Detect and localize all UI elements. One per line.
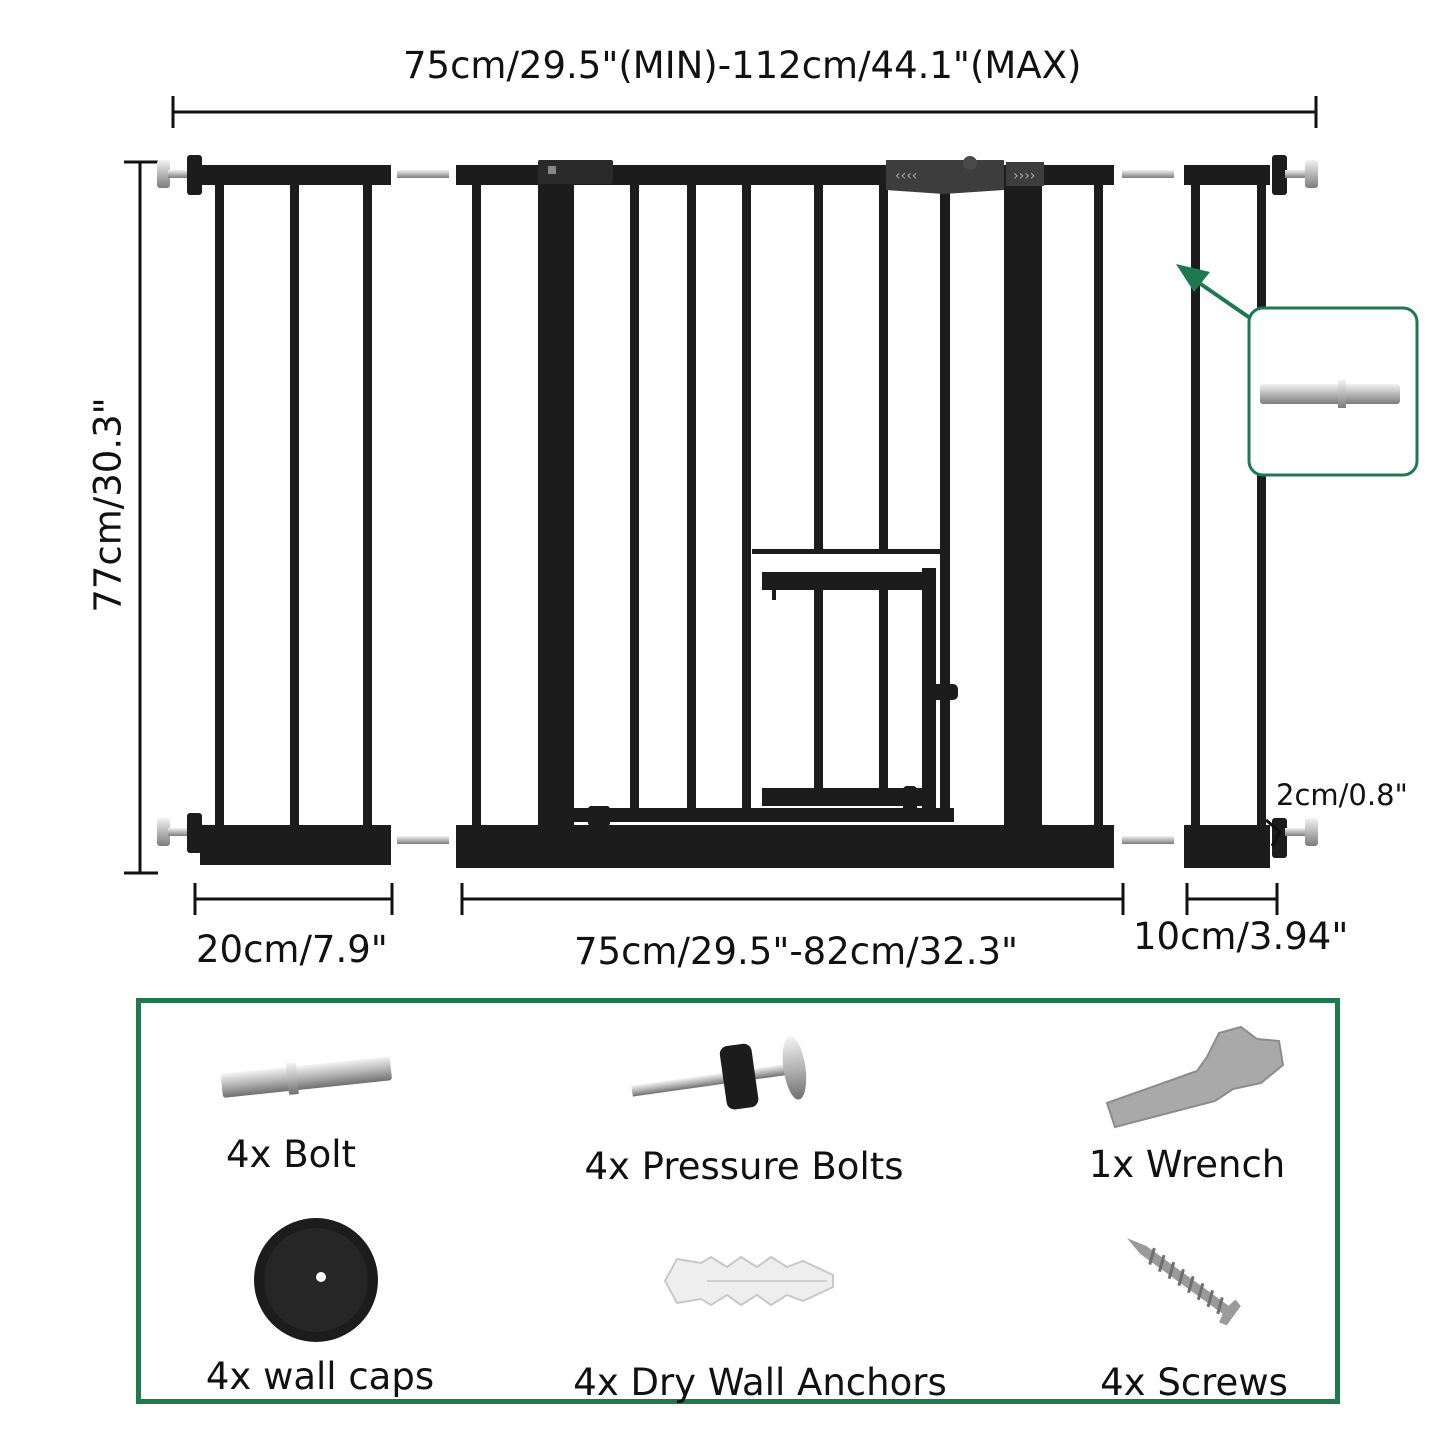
hinge-icon: [538, 160, 613, 184]
pressure-bolts-part-label: 4x Pressure Bolts: [584, 1145, 904, 1188]
main-gate-frame: [456, 165, 1114, 868]
pressure-bolt-icon: [157, 813, 202, 853]
pet-door: [762, 568, 958, 820]
connector-pin-icon: [1122, 836, 1174, 844]
pressure-bolt-icon: [157, 155, 202, 195]
right-extension-dimension-line: [1185, 883, 1279, 915]
wall-cap-icon: [254, 1218, 378, 1342]
overall-width-dimension-line: [171, 96, 1318, 128]
right-extension-label: 10cm/3.94": [1133, 915, 1349, 958]
dry-wall-anchors-part-label: 4x Dry Wall Anchors: [573, 1361, 947, 1404]
connector-pin-icon: [397, 170, 449, 178]
svg-text:››››: ››››: [1013, 168, 1035, 184]
pressure-bolt-icon: [631, 1036, 807, 1110]
connector-pin-icon: [397, 836, 449, 844]
gate-width-dimension-line: [460, 883, 1125, 915]
gate-diagram: ‹‹‹‹ ››››: [124, 96, 1419, 915]
left-extension-label: 20cm/7.9": [196, 928, 388, 971]
left-extension-panel: [200, 165, 391, 865]
latch-handle-icon: ‹‹‹‹ ››››: [886, 156, 1044, 194]
bolt-icon: [220, 1056, 392, 1098]
wall-caps-part-label: 4x wall caps: [205, 1355, 435, 1398]
bolt-depth-label: 2cm/0.8": [1276, 778, 1408, 812]
gate-width-label: 75cm/29.5"-82cm/32.3": [574, 930, 1019, 973]
screws-part-label: 4x Screws: [1100, 1361, 1288, 1404]
bolt-part-label: 4x Bolt: [225, 1133, 357, 1176]
right-extension-panel: [1184, 165, 1270, 868]
dry-wall-anchor-icon: [663, 1255, 834, 1307]
gate-door: [574, 168, 1004, 826]
overall-width-label: 75cm/29.5"(MIN)-112cm/44.1"(MAX): [403, 44, 1082, 87]
wrench-icon: [1105, 1025, 1285, 1129]
left-extension-dimension-line: [193, 883, 394, 915]
pressure-bolt-icon: [1272, 818, 1318, 858]
bolt-callout: [1176, 264, 1419, 477]
bolt-depth-indicator: [1265, 818, 1282, 847]
height-dimension-line: [124, 160, 158, 875]
parts-included-box: 4x Bolt 4x Pressure Bolts 1x Wrench 4x w…: [136, 998, 1340, 1404]
wrench-part-label: 1x Wrench: [1088, 1143, 1286, 1186]
screw-icon: [1126, 1238, 1241, 1326]
pressure-bolt-icon: [1272, 155, 1318, 195]
connector-pin-icon: [1122, 170, 1174, 178]
svg-text:‹‹‹‹: ‹‹‹‹: [895, 168, 917, 184]
